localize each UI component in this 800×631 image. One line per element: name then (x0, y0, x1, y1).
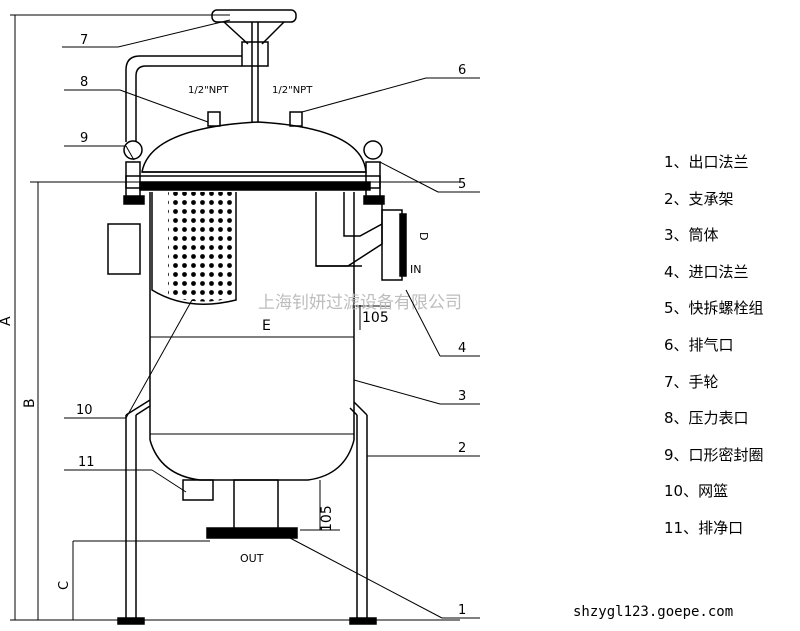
quick-release-bolt-right (363, 140, 385, 205)
legend-item: 1、出口法兰 (664, 153, 749, 171)
svg-text:1/2"NPT: 1/2"NPT (188, 85, 229, 96)
legend-item: 9、口形密封圈 (664, 445, 764, 464)
drain-port (182, 479, 214, 501)
lid: 1/2"NPT 1/2"NPT (141, 85, 367, 173)
svg-text:2: 2 (458, 441, 466, 456)
dimension-105-bottom: 105 (300, 480, 340, 532)
lifting-arm (125, 55, 242, 142)
legend-item: 6、排气口 (664, 335, 734, 354)
legend-item: 4、进口法兰 (664, 262, 749, 281)
callout-11: 11 (64, 455, 187, 493)
svg-text:105: 105 (319, 505, 335, 532)
filter-basket (151, 192, 237, 305)
legend-item: 11、排净口 (664, 518, 744, 537)
callout-9: 9 (64, 131, 135, 161)
callout-7: 7 (62, 19, 231, 48)
legend-item: 8、压力表口 (664, 409, 749, 428)
svg-text:D: D (417, 232, 430, 240)
legend-item: 7、手轮 (664, 372, 719, 391)
parts-legend: 1、出口法兰 2、支承架 3、筒体 4、进口法兰 5、快拆螺栓组 6、排气口 7… (664, 150, 800, 553)
svg-text:E: E (262, 318, 271, 334)
svg-text:1/2"NPT: 1/2"NPT (272, 85, 313, 96)
watermark: 上海钊妍过滤设备有限公司 (258, 293, 462, 313)
svg-text:105: 105 (362, 310, 389, 326)
dimension-e: E (152, 318, 352, 338)
svg-text:B: B (22, 398, 38, 408)
svg-text:C: C (57, 581, 72, 590)
legend-item: 10、网篮 (664, 482, 729, 501)
legend-item: 5、快拆螺栓组 (664, 299, 764, 318)
callout-8: 8 (64, 75, 209, 123)
svg-text:9: 9 (80, 131, 88, 146)
footer-url: shzygl123.goepe.com (573, 604, 734, 620)
callout-4: 4 (405, 289, 480, 357)
support-legs (117, 399, 377, 625)
svg-text:1: 1 (458, 603, 466, 618)
callout-1: 1 (289, 537, 480, 619)
side-gauge (107, 223, 141, 275)
legend-item: 2、支承架 (664, 189, 734, 208)
legend-item: 3、筒体 (664, 226, 719, 245)
dimension-105-top: 105 (355, 305, 390, 330)
quick-release-bolt-left (123, 140, 145, 205)
dimension-c: C (57, 540, 210, 620)
svg-text:A: A (0, 316, 14, 326)
handwheel (211, 9, 297, 122)
svg-text:11: 11 (78, 455, 95, 470)
callout-10: 10 (64, 299, 193, 419)
callout-3: 3 (353, 379, 480, 405)
body-flange (30, 175, 460, 191)
svg-text:10: 10 (76, 403, 93, 418)
svg-text:7: 7 (80, 33, 88, 48)
svg-text:5: 5 (458, 177, 466, 192)
svg-text:IN: IN (410, 263, 421, 276)
dimension-b: B (22, 181, 150, 620)
svg-text:3: 3 (458, 389, 466, 404)
svg-text:OUT: OUT (240, 552, 264, 565)
callout-2: 2 (367, 441, 480, 457)
dimension-a: A (0, 14, 230, 620)
svg-text:6: 6 (458, 63, 466, 78)
callout-5: 5 (379, 161, 480, 193)
svg-text:4: 4 (458, 341, 466, 356)
callout-6: 6 (301, 63, 480, 113)
outlet-flange: OUT (206, 479, 298, 565)
inlet-pipe: IN D (315, 192, 430, 281)
svg-text:8: 8 (80, 75, 88, 90)
